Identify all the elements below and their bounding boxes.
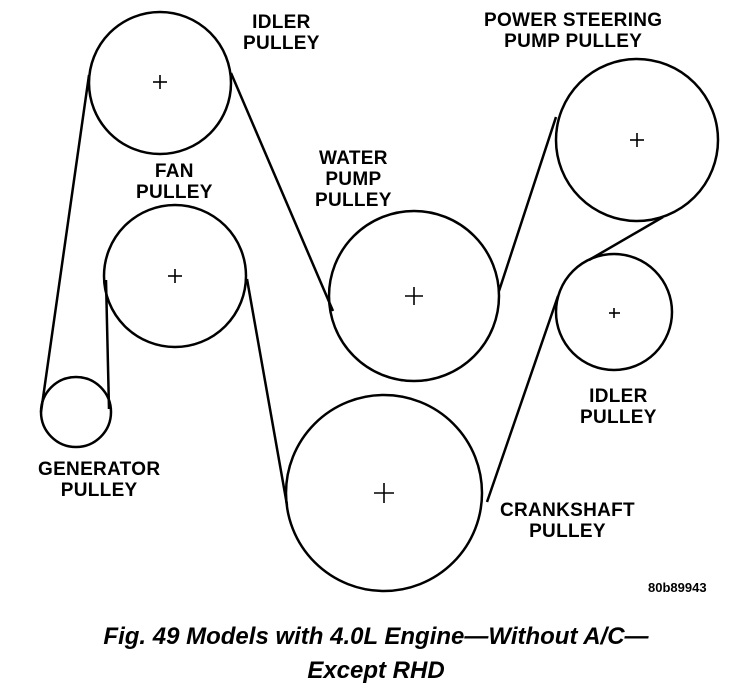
label-line: PUMP (325, 169, 382, 190)
label-power-steering-pump-pulley: POWER STEERING PUMP PULLEY (484, 10, 662, 52)
label-line: PUMP PULLEY (504, 31, 643, 52)
generator-pulley (39, 375, 113, 449)
label-line: PULLEY (136, 182, 213, 203)
power-steering-pump-pulley (554, 57, 720, 223)
label-idler-pulley-right: IDLER PULLEY (580, 386, 657, 428)
fan-pulley (102, 203, 248, 349)
caption-line-1: Fig. 49 Models with 4.0L Engine—Without … (103, 623, 649, 650)
label-line: PULLEY (60, 480, 138, 501)
label-line: GENERATOR (38, 459, 161, 480)
label-line: PULLEY (243, 33, 320, 54)
label-line: PULLEY (529, 521, 606, 542)
label-line: PULLEY (315, 190, 392, 211)
pulley-center-marks (153, 75, 644, 503)
label-line: IDLER (589, 386, 648, 407)
serpentine-belt (39, 72, 664, 506)
label-crankshaft-pulley: CRANKSHAFT PULLEY (500, 500, 635, 542)
label-line: IDLER (252, 12, 311, 33)
idler-pulley-right (554, 252, 674, 372)
label-line: WATER (319, 148, 388, 169)
label-water-pump-pulley: WATER PUMP PULLEY (315, 148, 392, 211)
label-idler-pulley-top: IDLER PULLEY (243, 12, 320, 54)
label-line: POWER STEERING (484, 10, 663, 31)
caption-line-2: Except RHD (307, 657, 445, 684)
label-line: PULLEY (580, 407, 657, 428)
label-fan-pulley: FAN PULLEY (136, 161, 213, 203)
figure-caption: Fig. 49 Models with 4.0L Engine—Without … (0, 620, 752, 688)
water-pump-pulley (327, 209, 501, 383)
label-line: FAN (154, 161, 194, 182)
figure-id: 80b89943 (648, 580, 707, 595)
label-generator-pulley: GENERATOR PULLEY (38, 459, 160, 501)
label-line: CRANKSHAFT (500, 500, 635, 521)
